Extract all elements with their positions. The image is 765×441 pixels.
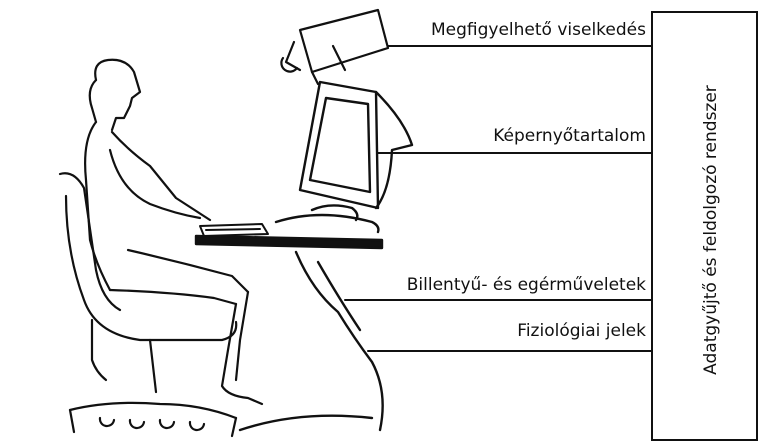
label-input: Billentyű- és egérműveletek xyxy=(407,275,646,295)
desk-icon xyxy=(196,236,383,430)
camera-icon xyxy=(281,10,388,84)
connector-physio: Fiziológiai jelek xyxy=(368,321,652,351)
connector-screen: Képernyőtartalom xyxy=(378,126,652,153)
chair-icon xyxy=(60,173,236,436)
label-screen: Képernyőtartalom xyxy=(493,126,646,146)
connector-input: Billentyű- és egérműveletek xyxy=(345,275,652,300)
label-behavior: Megfigyelhető viselkedés xyxy=(431,20,646,40)
label-physio: Fiziológiai jelek xyxy=(517,321,646,341)
system-box-label: Adatgyűjtő és feldolgozó rendszer xyxy=(701,85,721,375)
monitor-icon xyxy=(276,82,412,232)
keyboard-icon xyxy=(200,224,268,236)
